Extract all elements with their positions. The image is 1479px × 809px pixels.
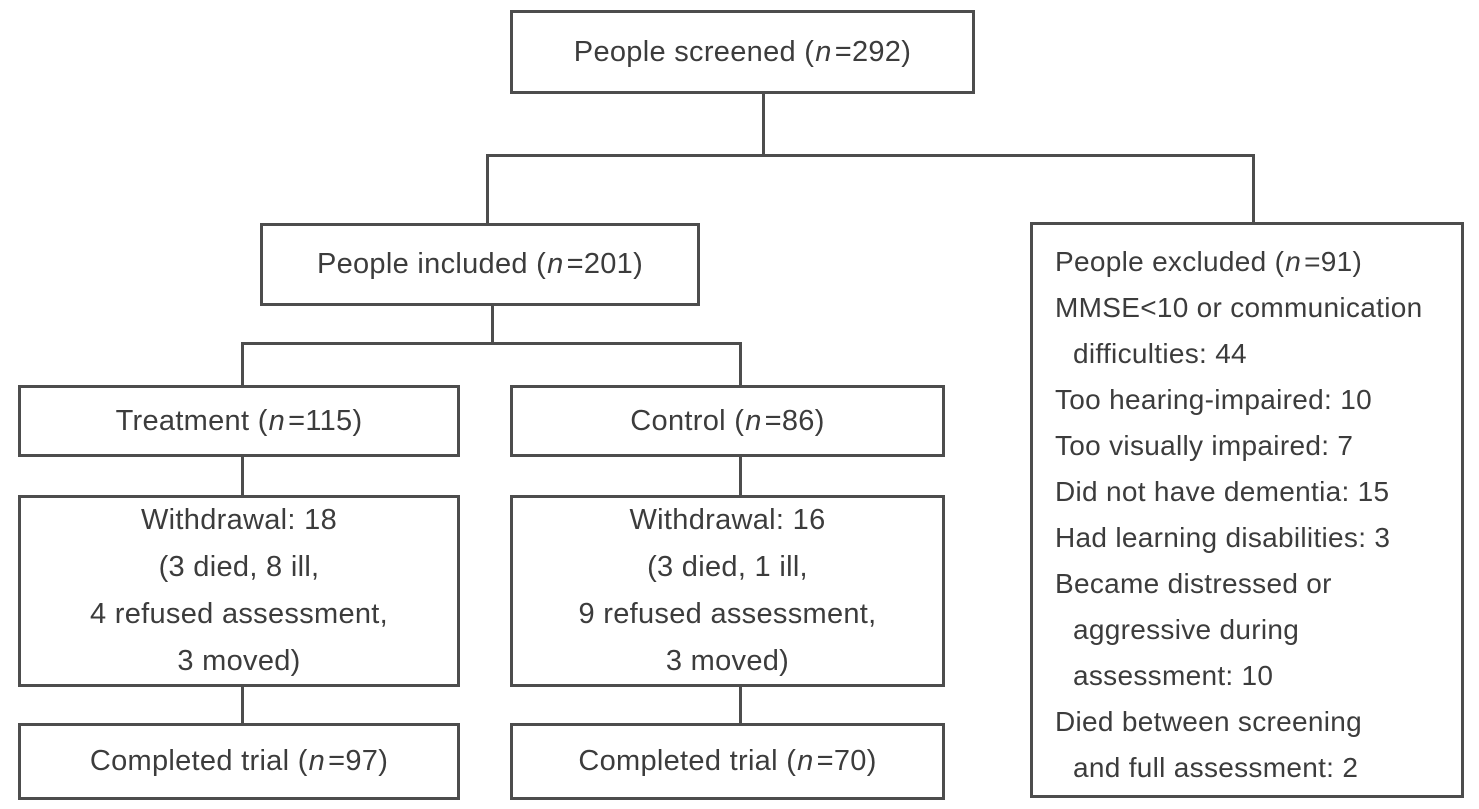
label-text: Completed trial ( — [578, 745, 797, 777]
box-control-label: Control (n=86) — [630, 405, 824, 438]
label-text: =86) — [764, 404, 825, 437]
connector-control-to-withdrawal — [739, 456, 742, 496]
connector-screened-down — [762, 93, 765, 157]
box-completed-control: Completed trial (n=70) — [510, 723, 945, 800]
connector-group-split-horizontal — [241, 342, 742, 345]
connector-treatment-to-withdrawal — [241, 456, 244, 496]
withdrawal-treatment-line: 3 moved) — [177, 645, 301, 677]
excluded-item: Too hearing-impaired: 10 — [1055, 384, 1372, 415]
box-people-included: People included (n=201) — [260, 223, 700, 306]
label-n-italic: n — [308, 745, 326, 777]
label-text: Completed trial ( — [89, 745, 308, 777]
withdrawal-control-line: 9 refused assessment, — [578, 598, 877, 630]
excluded-item: Did not have dementia: 15 — [1055, 476, 1390, 507]
withdrawal-control-line: Withdrawal: 16 — [629, 504, 826, 536]
connector-withdrawal-to-completed-control — [739, 686, 742, 724]
excluded-item: aggressive during — [1073, 614, 1300, 645]
box-people-screened-label: People screened (n=292) — [574, 36, 911, 69]
excluded-item: assessment: 10 — [1073, 660, 1274, 691]
label-text: =201) — [566, 248, 644, 280]
label-n-italic: n — [1285, 246, 1302, 277]
excluded-item: Had learning disabilities: 3 — [1055, 522, 1391, 553]
box-completed-treatment: Completed trial (n=97) — [18, 723, 460, 800]
connector-to-included — [486, 154, 489, 224]
label-text: =70) — [816, 745, 877, 777]
excluded-item: MMSE<10 or communication — [1055, 292, 1423, 323]
withdrawal-treatment-line: Withdrawal: 18 — [141, 504, 337, 536]
withdrawal-control-line: 3 moved) — [665, 645, 790, 677]
box-control: Control (n=86) — [510, 385, 945, 457]
label-text: Control ( — [630, 404, 745, 437]
excluded-item: Became distressed or — [1055, 568, 1332, 599]
label-text: =97) — [328, 745, 389, 777]
label-n-italic: n — [815, 35, 832, 68]
box-people-included-label: People included (n=201) — [317, 248, 643, 281]
box-people-excluded: People excluded (n=91) MMSE<10 or commun… — [1030, 222, 1464, 798]
box-withdrawal-control: Withdrawal: 16 (3 died, 1 ill, 9 refused… — [510, 495, 945, 687]
excluded-title: People excluded (n=91) — [1055, 239, 1443, 285]
label-text: People excluded ( — [1055, 246, 1285, 277]
withdrawal-treatment-line: 4 refused assessment, — [89, 598, 389, 630]
label-n-italic: n — [547, 248, 564, 280]
label-text: =115) — [288, 404, 363, 437]
withdrawal-treatment-line: (3 died, 8 ill, — [158, 551, 320, 583]
label-text: =91) — [1304, 246, 1363, 277]
box-treatment: Treatment (n=115) — [18, 385, 460, 457]
label-n-italic: n — [797, 745, 814, 777]
label-n-italic: n — [745, 404, 762, 437]
excluded-item: difficulties: 44 — [1073, 338, 1247, 369]
box-completed-control-label: Completed trial (n=70) — [578, 745, 876, 778]
label-text: People included ( — [316, 248, 547, 280]
box-completed-treatment-label: Completed trial (n=97) — [90, 745, 388, 778]
box-withdrawal-treatment: Withdrawal: 18 (3 died, 8 ill, 4 refused… — [18, 495, 460, 687]
box-people-screened: People screened (n=292) — [510, 10, 975, 94]
connector-main-split-horizontal — [486, 154, 1255, 157]
label-text: Treatment ( — [115, 404, 268, 437]
excluded-item: Died between screening — [1055, 706, 1363, 737]
excluded-item: Too visually impaired: 7 — [1055, 430, 1354, 461]
connector-to-control — [739, 342, 742, 386]
withdrawal-control-line: (3 died, 1 ill, — [647, 551, 808, 583]
label-n-italic: n — [268, 404, 286, 437]
connector-to-treatment — [241, 342, 244, 386]
label-text: People screened ( — [573, 35, 815, 68]
connector-withdrawal-to-completed-treatment — [241, 686, 244, 724]
excluded-item: and full assessment: 2 — [1073, 752, 1359, 783]
connector-to-excluded — [1252, 154, 1255, 223]
box-treatment-label: Treatment (n=115) — [116, 405, 363, 438]
connector-included-down — [491, 304, 494, 345]
label-text: =292) — [834, 35, 912, 68]
